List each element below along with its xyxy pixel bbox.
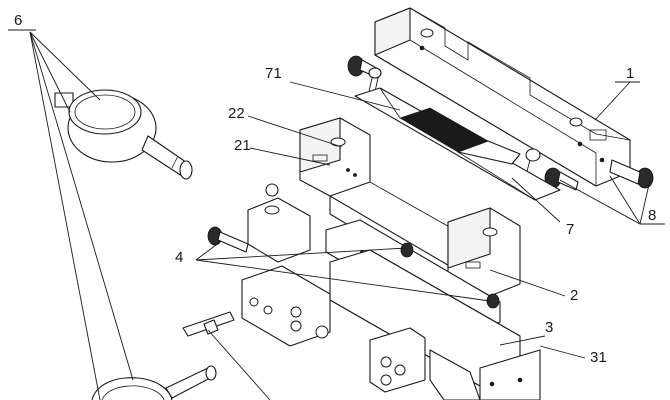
label-2: 2 — [570, 287, 578, 304]
blade-plate — [354, 87, 561, 201]
lower-base — [182, 249, 541, 400]
upper-clamp-block — [374, 7, 631, 187]
reference-labels: 6 71 1 22 21 8 7 4 2 3 31 — [14, 12, 656, 366]
dial-indicator-top — [54, 89, 193, 180]
label-6: 6 — [14, 12, 22, 29]
label-4: 4 — [175, 249, 183, 266]
label-3: 3 — [545, 319, 553, 336]
label-7: 7 — [566, 221, 574, 238]
label-1: 1 — [626, 65, 634, 82]
label-71: 71 — [265, 65, 282, 82]
label-31: 31 — [590, 349, 607, 366]
knob-screws-part-1 — [347, 55, 654, 191]
label-8: 8 — [648, 207, 656, 224]
dial-indicator-bottom — [91, 365, 217, 400]
label-22: 22 — [228, 105, 245, 122]
label-21: 21 — [234, 137, 251, 154]
leader-lines — [8, 29, 665, 400]
